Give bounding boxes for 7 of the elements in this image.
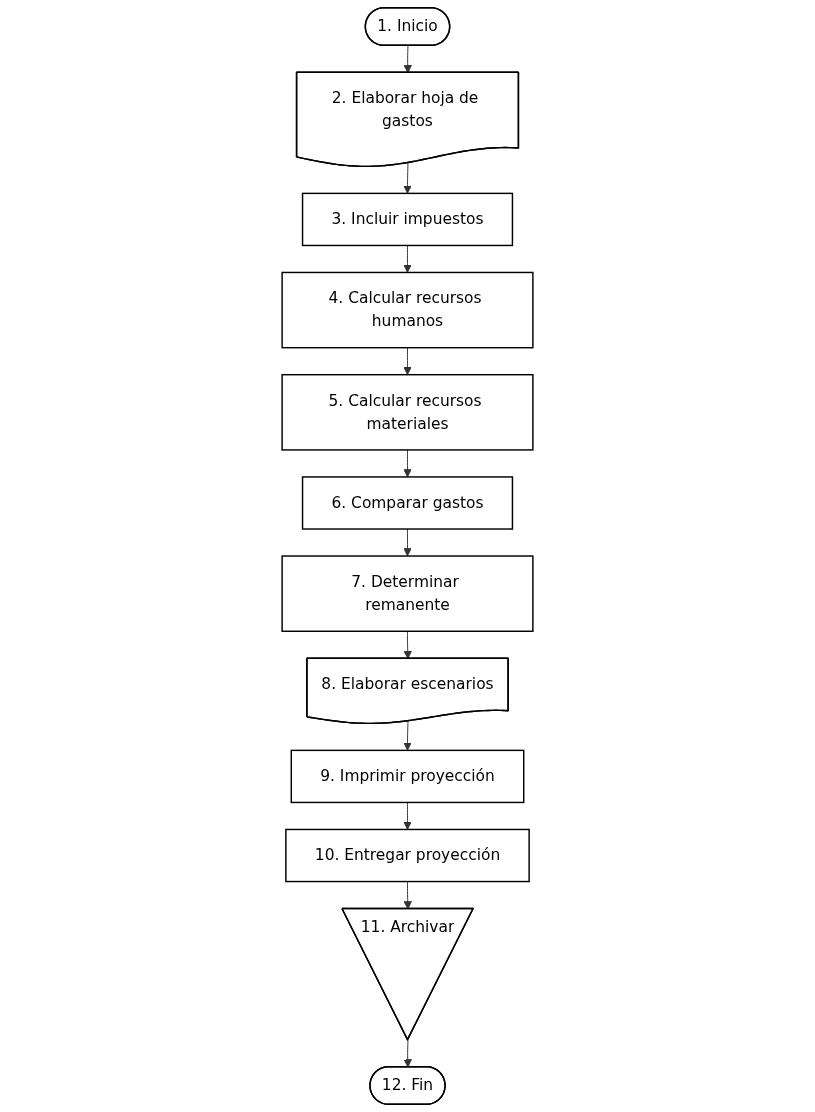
- node-box: 7. Determinar remanente: [281, 555, 534, 632]
- node-box: 9. Imprimir proyección: [290, 749, 525, 804]
- node-box: 10. Entregar proyección: [285, 828, 530, 883]
- node-box: 6. Comparar gastos: [301, 476, 514, 530]
- node-box: 5. Calcular recursos materiales: [281, 373, 534, 451]
- node-box: 4. Calcular recursos humanos: [281, 271, 534, 349]
- node-box: 3. Incluir impuestos: [301, 192, 514, 247]
